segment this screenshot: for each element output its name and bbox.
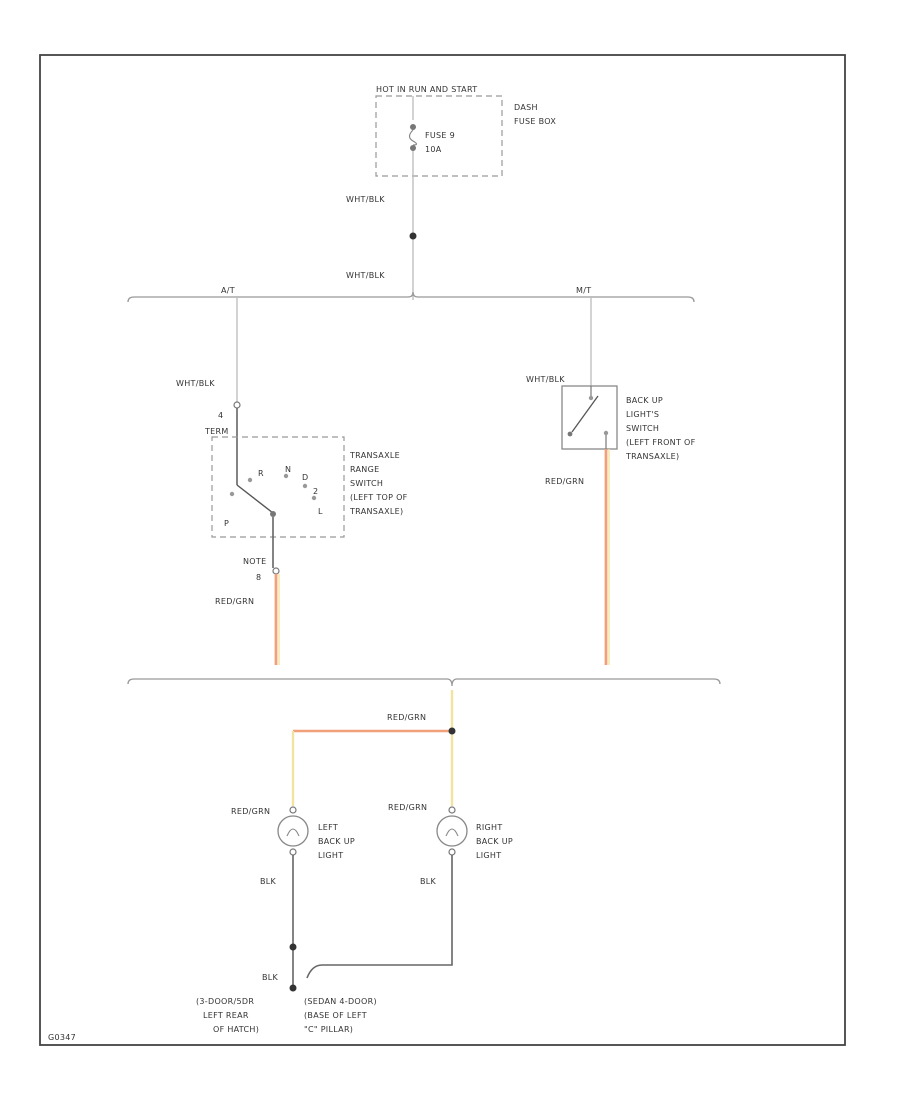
backup-switch-box bbox=[561, 385, 618, 450]
transaxle-range-switch: R N D 2 L P TRANSAXLE RANGE SWITCH (LEFT… bbox=[211, 436, 408, 538]
right-lamp-line1: RIGHT bbox=[476, 823, 503, 832]
range-pos-n-dot bbox=[283, 473, 289, 479]
at-connector-top bbox=[233, 401, 241, 409]
fuse-label-line1: FUSE 9 bbox=[425, 131, 455, 140]
left-ground-wire-label: BLK bbox=[260, 877, 277, 886]
backup-switch-contact-bottom bbox=[603, 430, 609, 436]
fuse-box-name-line1: DASH bbox=[514, 103, 538, 112]
mt-output-wire-label: RED/GRN bbox=[545, 477, 584, 486]
left-lamp-line2: BACK UP bbox=[318, 837, 355, 846]
ground-join-label: BLK bbox=[262, 973, 279, 982]
at-output-wire-label: RED/GRN bbox=[215, 597, 254, 606]
splice-out-wire-label: WHT/BLK bbox=[346, 271, 385, 280]
fuse-box-outline bbox=[375, 95, 503, 177]
option-bus-bottom bbox=[127, 678, 721, 687]
at-pin-bottom-name: NOTE bbox=[243, 557, 266, 566]
backup-light-switch: BACK UP LIGHT'S SWITCH (LEFT FRONT OF TR… bbox=[561, 385, 696, 461]
ground-point-dot bbox=[289, 984, 297, 992]
ground-right-line3: "C" PILLAR) bbox=[304, 1025, 353, 1034]
range-pos-2: 2 bbox=[313, 487, 318, 496]
fuse-box-name-line2: FUSE BOX bbox=[514, 117, 556, 126]
transaxle-switch-line1: TRANSAXLE bbox=[349, 451, 400, 460]
at-pin-top-num: 4 bbox=[218, 411, 223, 420]
range-pos-r-dot bbox=[247, 477, 253, 483]
left-lamp-terminal-bottom bbox=[289, 848, 297, 856]
left-bulb-icon bbox=[277, 815, 309, 847]
range-pos-p-dot bbox=[229, 491, 235, 497]
range-pos-n: N bbox=[285, 465, 291, 474]
backup-switch-line2: LIGHT'S bbox=[626, 410, 659, 419]
ground-splice-dot bbox=[289, 943, 297, 951]
left-bulb-filament bbox=[286, 828, 300, 837]
right-lamp-in-label: RED/GRN bbox=[388, 803, 427, 812]
right-lamp-terminal-top bbox=[448, 806, 456, 814]
ground-right-line2: (BASE OF LEFT bbox=[304, 1011, 367, 1020]
backup-switch-contact-top bbox=[588, 395, 594, 401]
mt-feed-wire-label: WHT/BLK bbox=[526, 375, 565, 384]
transaxle-switch-line4: (LEFT TOP OF bbox=[350, 493, 408, 502]
right-ground-wire-label: BLK bbox=[420, 877, 437, 886]
range-pos-p: P bbox=[224, 519, 229, 528]
right-backup-light: RED/GRN RIGHT BACK UP LIGHT bbox=[388, 803, 513, 860]
at-feed-wire-label: WHT/BLK bbox=[176, 379, 215, 388]
range-pos-d: D bbox=[302, 473, 308, 482]
ground-right-line1: (SEDAN 4-DOOR) bbox=[304, 997, 377, 1006]
transaxle-switch-line5: TRANSAXLE) bbox=[349, 507, 403, 516]
left-lamp-in-label: RED/GRN bbox=[231, 807, 270, 816]
ground-left-line1: (3-DOOR/5DR bbox=[196, 997, 254, 1006]
right-bulb-filament bbox=[445, 828, 459, 837]
right-lamp-line3: LIGHT bbox=[476, 851, 501, 860]
range-pos-d-dot bbox=[302, 483, 308, 489]
backup-switch-pivot bbox=[567, 431, 573, 437]
bus-label-at: A/T bbox=[221, 286, 235, 295]
bus-label-mt: M/T bbox=[576, 286, 591, 295]
ground-left-line2: LEFT REAR bbox=[203, 1011, 249, 1020]
fuse-out-wire-label: WHT/BLK bbox=[346, 195, 385, 204]
fuse-box-header: HOT IN RUN AND START bbox=[376, 85, 477, 94]
left-lamp-terminal-top bbox=[289, 806, 297, 814]
backup-switch-line5: TRANSAXLE) bbox=[625, 452, 679, 461]
diagram-code: G0347 bbox=[48, 1033, 76, 1042]
right-lamp-terminal-bottom bbox=[448, 848, 456, 856]
range-switch-wiper bbox=[236, 484, 274, 514]
diagram-frame bbox=[39, 54, 846, 1046]
backup-switch-line4: (LEFT FRONT OF bbox=[626, 438, 696, 447]
backup-switch-line3: SWITCH bbox=[626, 424, 659, 433]
right-ground-wire bbox=[306, 855, 453, 979]
at-connector-bottom bbox=[272, 567, 280, 575]
transaxle-switch-line2: RANGE bbox=[350, 465, 379, 474]
dash-fuse-box: HOT IN RUN AND START DASH FUSE BOX FUSE … bbox=[375, 85, 556, 177]
range-switch-common-terminal bbox=[270, 511, 276, 517]
fuse-icon bbox=[408, 129, 418, 146]
backup-switch-line1: BACK UP bbox=[626, 396, 663, 405]
backup-switch-blade bbox=[571, 395, 599, 433]
fuse-terminal-bottom bbox=[410, 145, 416, 151]
range-pos-r: R bbox=[258, 469, 264, 478]
lamp-feed-wire-label: RED/GRN bbox=[387, 713, 426, 722]
range-pos-l: L bbox=[318, 507, 323, 516]
right-bulb-icon bbox=[436, 815, 468, 847]
fuse-terminal-top bbox=[410, 124, 416, 130]
transaxle-switch-outline bbox=[211, 436, 345, 538]
splice-dot-fuse bbox=[409, 232, 417, 240]
ground-left-line3: OF HATCH) bbox=[213, 1025, 259, 1034]
at-pin-bottom-num: 8 bbox=[256, 573, 261, 582]
range-pos-2-dot bbox=[311, 495, 317, 501]
fuse-label-line2: 10A bbox=[425, 145, 442, 154]
left-lamp-line3: LIGHT bbox=[318, 851, 343, 860]
option-bus-top bbox=[127, 291, 695, 303]
transaxle-switch-line3: SWITCH bbox=[350, 479, 383, 488]
lamp-splice-dot bbox=[448, 727, 456, 735]
left-lamp-line1: LEFT bbox=[318, 823, 338, 832]
left-backup-light: RED/GRN LEFT BACK UP LIGHT bbox=[231, 806, 355, 860]
at-pin-top-name: TERM bbox=[204, 427, 229, 436]
right-lamp-line2: BACK UP bbox=[476, 837, 513, 846]
